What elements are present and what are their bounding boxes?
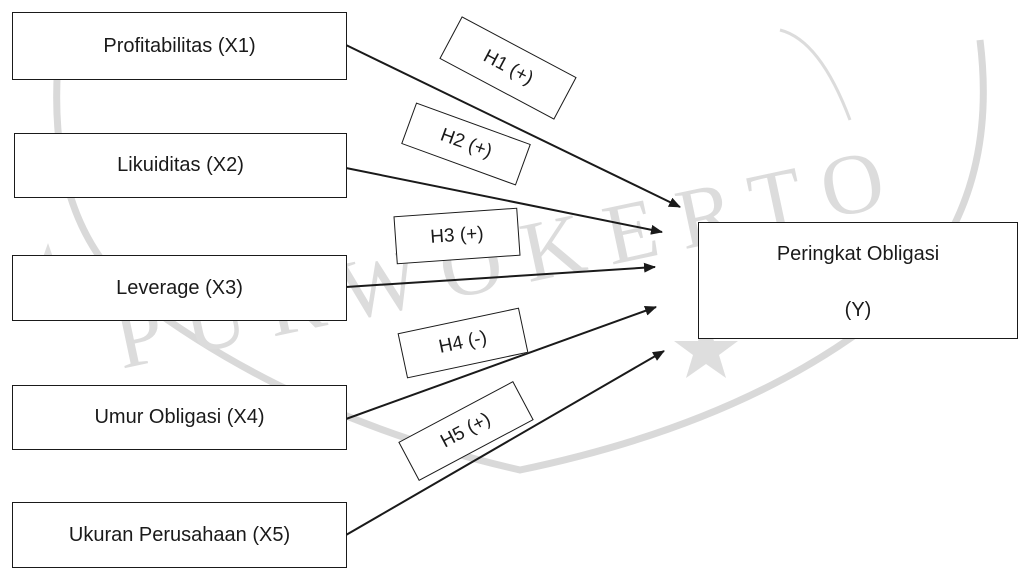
- variable-box-x5: Ukuran Perusahaan (X5): [12, 502, 347, 568]
- dependent-label-line2: (Y): [844, 299, 872, 321]
- variable-label-x1: Profitabilitas (X1): [103, 34, 256, 57]
- variable-box-x3: Leverage (X3): [12, 255, 347, 321]
- arrow-x5-to-y: [345, 350, 665, 536]
- arrow-x3-to-y: [345, 262, 656, 288]
- hypothesis-label-h3: H3 (+): [429, 223, 485, 248]
- hypothesis-label-h4: H4 (-): [436, 327, 489, 358]
- dependent-variable-box: Peringkat Obligasi (Y): [698, 222, 1018, 339]
- hypothesis-label-h2: H2 (+): [437, 124, 495, 163]
- dependent-label-line1: Peringkat Obligasi: [776, 243, 940, 265]
- arrow-x4-to-y: [345, 306, 657, 420]
- arrow-x2-to-y: [345, 167, 663, 235]
- variable-box-x4: Umur Obligasi (X4): [12, 385, 347, 450]
- hypothesis-tag-h3: H3 (+): [393, 207, 521, 265]
- variable-box-x2: Likuiditas (X2): [14, 133, 347, 198]
- variable-label-x3: Leverage (X3): [116, 276, 243, 299]
- arrow-x1-to-y: [345, 44, 681, 208]
- variable-label-x4: Umur Obligasi (X4): [94, 406, 265, 428]
- variable-box-x1: Profitabilitas (X1): [12, 12, 347, 80]
- variable-label-x2: Likuiditas (X2): [117, 154, 244, 176]
- variable-label-x5: Ukuran Perusahaan (X5): [68, 523, 291, 546]
- hypothesis-label-h1: H1 (+): [479, 45, 537, 90]
